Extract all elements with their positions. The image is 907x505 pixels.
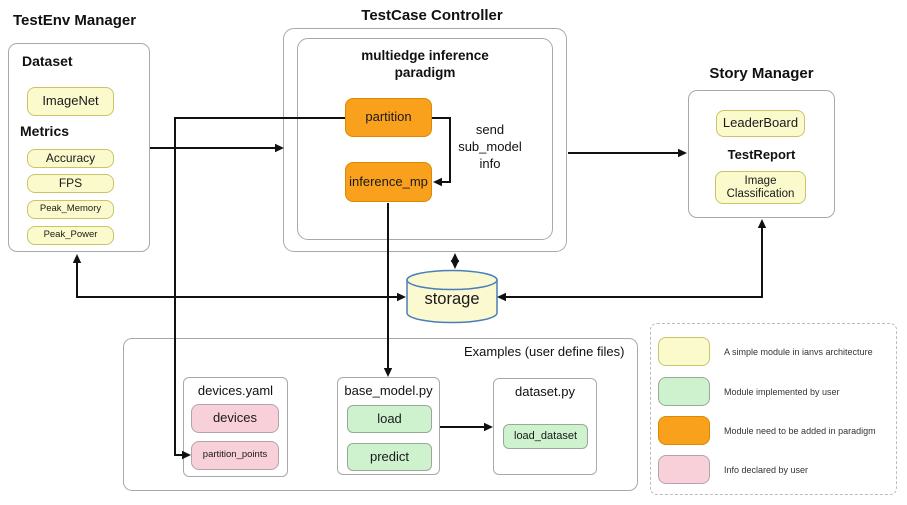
legend-swatch-orange <box>658 416 710 445</box>
send-submodel-note: send sub_model info <box>458 122 522 171</box>
testcase-title: TestCase Controller <box>361 7 503 24</box>
module-inference-mp: inference_mp <box>345 162 432 202</box>
module-accuracy: Accuracy <box>27 149 114 168</box>
module-load: load <box>347 405 432 433</box>
testenv-title: TestEnv Manager <box>13 12 137 29</box>
storage-label: storage <box>424 290 479 308</box>
legend-label-green: Module implemented by user <box>724 386 840 397</box>
legend-row-green: Module implemented by user <box>658 377 840 406</box>
story-title: Story Manager <box>709 65 814 82</box>
legend-row-orange: Module need to be added in paradigm <box>658 416 876 445</box>
module-fps: FPS <box>27 174 114 193</box>
legend-row-pink: Info declared by user <box>658 455 808 484</box>
legend-swatch-green <box>658 377 710 406</box>
module-partition: partition <box>345 98 432 137</box>
base-model-title: base_model.py <box>344 383 433 398</box>
module-peak-power: Peak_Power <box>27 226 114 245</box>
legend-row-yellow: A simple module in ianvs architecture <box>658 337 873 366</box>
dataset-label: Dataset <box>22 53 73 69</box>
module-partition-points: partition_points <box>191 441 279 470</box>
arrow-storage-testenv <box>76 263 397 298</box>
module-leaderboard: LeaderBoard <box>716 110 805 137</box>
legend-swatch-yellow <box>658 337 710 366</box>
legend-label-yellow: A simple module in ianvs architecture <box>724 346 873 357</box>
module-peak-memory: Peak_Memory <box>27 200 114 219</box>
legend-swatch-pink <box>658 455 710 484</box>
legend-label-pink: Info declared by user <box>724 464 809 475</box>
storage-cylinder: storage <box>406 269 498 324</box>
module-devices: devices <box>191 404 279 433</box>
module-load-dataset: load_dataset <box>503 424 588 449</box>
paradigm-title: multiedge inference paradigm <box>361 48 489 80</box>
module-image-classification: Image Classification <box>715 171 806 204</box>
examples-title: Examples (user define files) <box>464 344 625 359</box>
legend-label-orange: Module need to be added in paradigm <box>724 425 876 436</box>
module-imagenet: ImageNet <box>27 87 114 116</box>
module-predict: predict <box>347 443 432 471</box>
testreport-label: TestReport <box>727 147 796 162</box>
devices-yaml-title: devices.yaml <box>197 383 274 398</box>
dataset-py-title: dataset.py <box>515 384 575 399</box>
testenv-box <box>8 43 150 252</box>
metrics-label: Metrics <box>20 123 70 139</box>
